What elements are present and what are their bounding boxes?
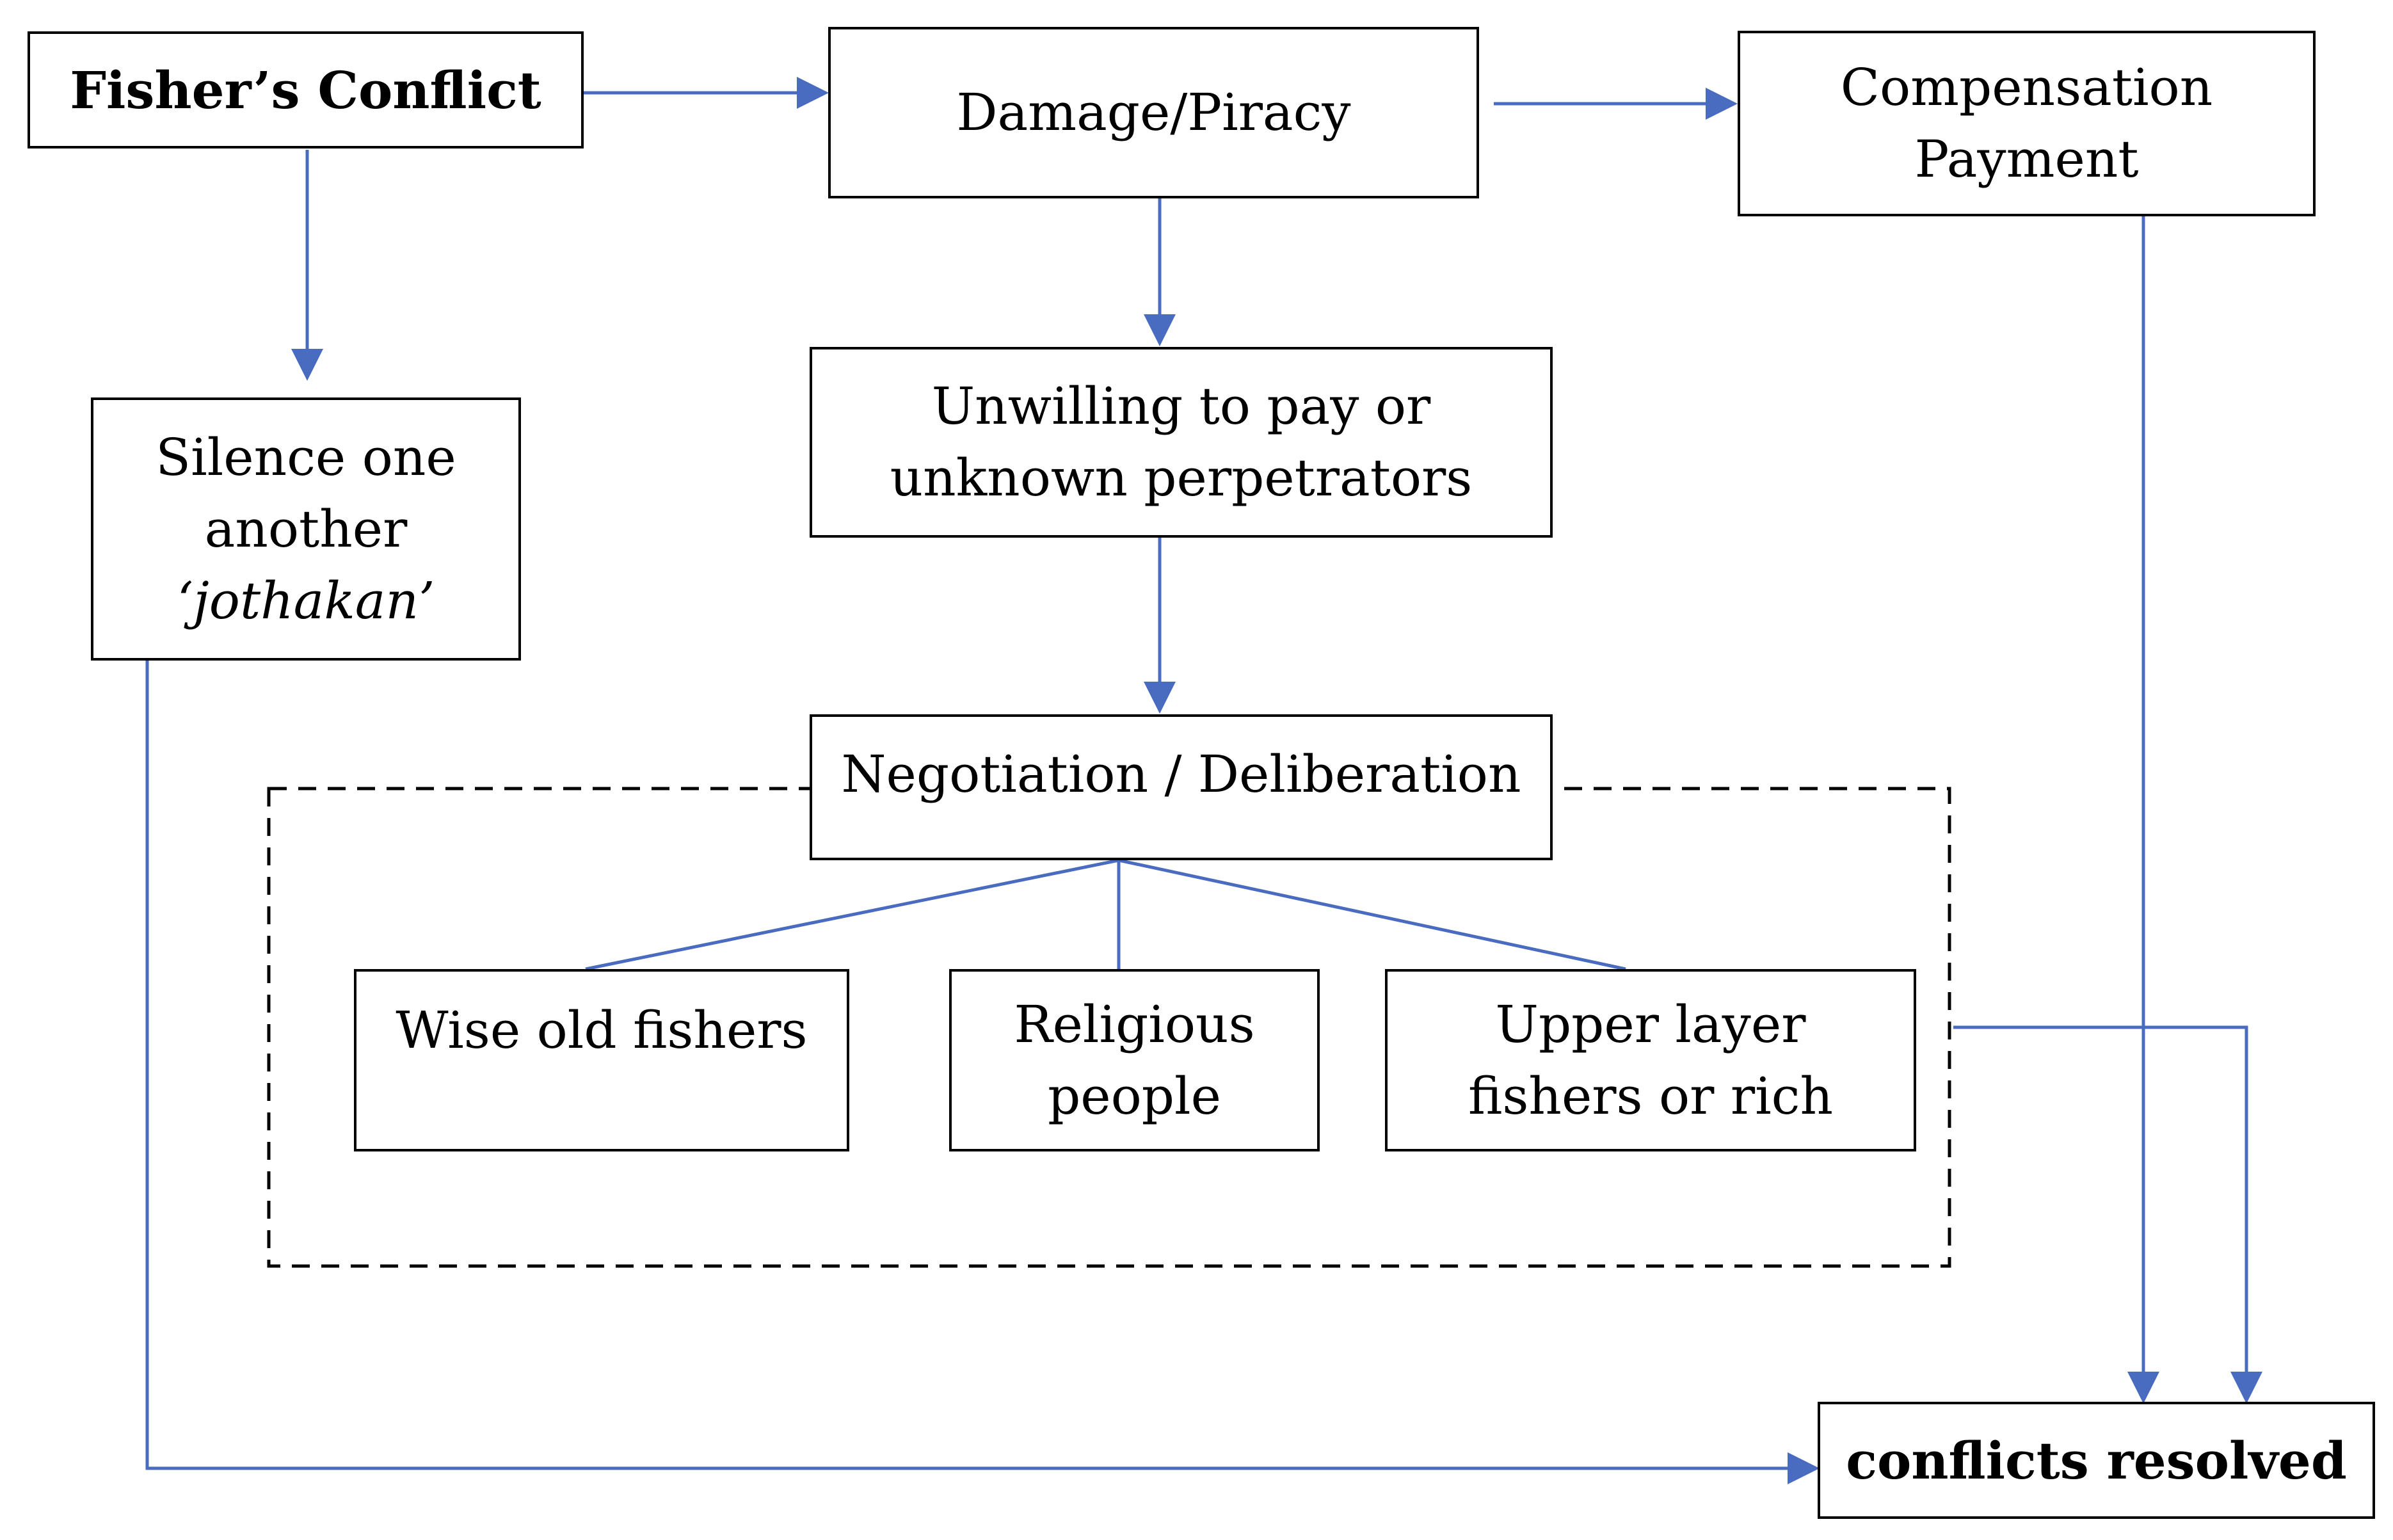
node-fishers-conflict-label: Fisher’s Conflict — [70, 60, 541, 120]
line-negotiation-to-wise — [585, 858, 1119, 971]
node-compensation-line2: Payment — [1914, 129, 2139, 189]
node-upper-line1: Upper layer — [1495, 994, 1806, 1054]
arrow-silence-to-resolved — [145, 661, 1820, 1484]
node-fishers-conflict: Fisher’s Conflict — [28, 31, 584, 148]
node-wise-old-label: Wise old fishers — [396, 1000, 808, 1060]
node-religious-line1: Religious — [1014, 994, 1255, 1054]
node-negotiation-deliberation: Negotiation / Deliberation — [810, 714, 1553, 860]
node-upper-line2: fishers or rich — [1468, 1066, 1833, 1126]
node-negotiation-label: Negotiation / Deliberation — [841, 744, 1521, 804]
node-damage-piracy: Damage/Piracy — [828, 27, 1479, 198]
node-religious-line2: people — [1048, 1066, 1221, 1126]
node-silence-one-another: Silence one another ‘jothakan’ — [91, 397, 521, 661]
node-wise-old-fishers: Wise old fishers — [354, 969, 849, 1151]
node-silence-line1: Silence one — [156, 427, 456, 487]
node-resolved-label: conflicts resolved — [1846, 1430, 2347, 1491]
node-silence-line2: another — [204, 499, 408, 559]
node-compensation-payment: Compensation Payment — [1738, 31, 2316, 216]
line-negotiation-to-upper — [1118, 858, 1626, 971]
node-silence-line3: ‘jothakan’ — [177, 570, 435, 630]
node-upper-layer-fishers: Upper layer fishers or rich — [1385, 969, 1916, 1151]
node-unwilling-to-pay: Unwilling to pay or unknown perpetrators — [810, 347, 1553, 538]
node-damage-piracy-label: Damage/Piracy — [956, 83, 1351, 142]
node-compensation-line1: Compensation — [1840, 58, 2213, 117]
node-religious-people: Religious people — [949, 969, 1320, 1151]
node-unwilling-line2: unknown perpetrators — [890, 448, 1473, 508]
arrow-mediators-to-resolved — [1953, 1025, 2262, 1404]
node-conflicts-resolved: conflicts resolved — [1818, 1402, 2375, 1519]
node-unwilling-line1: Unwilling to pay or — [931, 376, 1431, 436]
